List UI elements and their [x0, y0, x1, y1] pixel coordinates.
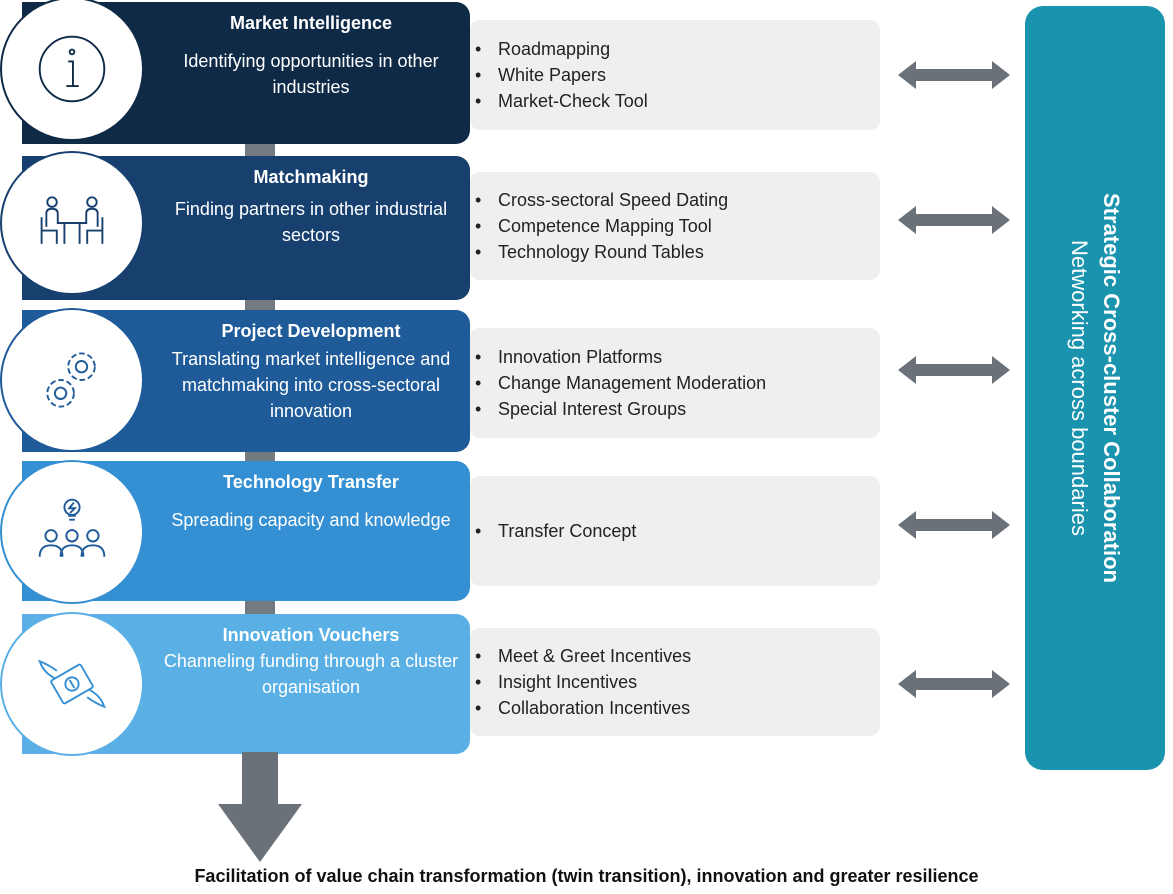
bidirectional-arrow	[898, 206, 1010, 234]
sidebar-text: Strategic Cross-cluster Collaboration Ne…	[1063, 193, 1127, 583]
sidebar-subtitle: Networking across boundaries	[1067, 240, 1092, 536]
list-item: Meet & Greet Incentives	[470, 643, 880, 669]
stage-title: Market Intelligence	[229, 13, 393, 33]
list-item: Special Interest Groups	[470, 396, 880, 422]
list-item: Change Management Moderation	[470, 370, 880, 396]
list-item: Technology Round Tables	[470, 239, 880, 265]
tools-panel-innovation-vouchers: Meet & Greet Incentives Insight Incentiv…	[470, 628, 880, 736]
stage-description: Translating market intelligence and matc…	[171, 349, 451, 421]
list-item: White Papers	[470, 62, 880, 88]
list-item: Innovation Platforms	[470, 344, 880, 370]
info-icon	[0, 0, 144, 141]
team-idea-icon	[0, 460, 144, 604]
list-item: Cross-sectoral Speed Dating	[470, 187, 880, 213]
list-item: Collaboration Incentives	[470, 695, 880, 721]
sidebar-title: Strategic Cross-cluster Collaboration	[1099, 193, 1124, 583]
bidirectional-arrow	[898, 670, 1010, 698]
strategic-collaboration-sidebar: Strategic Cross-cluster Collaboration Ne…	[1025, 6, 1165, 770]
list-item: Insight Incentives	[470, 669, 880, 695]
tools-panel-technology-transfer: Transfer Concept	[470, 476, 880, 586]
tools-panel-matchmaking: Cross-sectoral Speed Dating Competence M…	[470, 172, 880, 280]
stage-description: Identifying opportunities in other indus…	[183, 51, 439, 97]
bidirectional-arrow	[898, 61, 1010, 89]
list-item: Transfer Concept	[470, 518, 880, 544]
tools-panel-market-intelligence: Roadmapping White Papers Market-Check To…	[470, 20, 880, 130]
stage-title: Innovation Vouchers	[222, 625, 400, 645]
stage-title: Project Development	[221, 321, 401, 341]
gears-icon	[0, 308, 144, 452]
down-arrow	[218, 752, 302, 862]
bidirectional-arrow	[898, 511, 1010, 539]
list-item: Competence Mapping Tool	[470, 213, 880, 239]
list-item: Roadmapping	[470, 36, 880, 62]
stage-description: Channeling funding through a cluster org…	[163, 651, 459, 697]
list-item: Market-Check Tool	[470, 88, 880, 114]
tools-panel-project-development: Innovation Platforms Change Management M…	[470, 328, 880, 438]
stage-description: Finding partners in other industrial sec…	[174, 199, 448, 245]
stage-description: Spreading capacity and knowledge	[171, 510, 451, 530]
bidirectional-arrow	[898, 356, 1010, 384]
stage-title: Matchmaking	[253, 167, 369, 187]
stage-title: Technology Transfer	[223, 472, 399, 492]
footer-statement: Facilitation of value chain transformati…	[194, 866, 979, 886]
money-wings-icon	[0, 612, 144, 756]
meeting-icon	[0, 151, 144, 295]
